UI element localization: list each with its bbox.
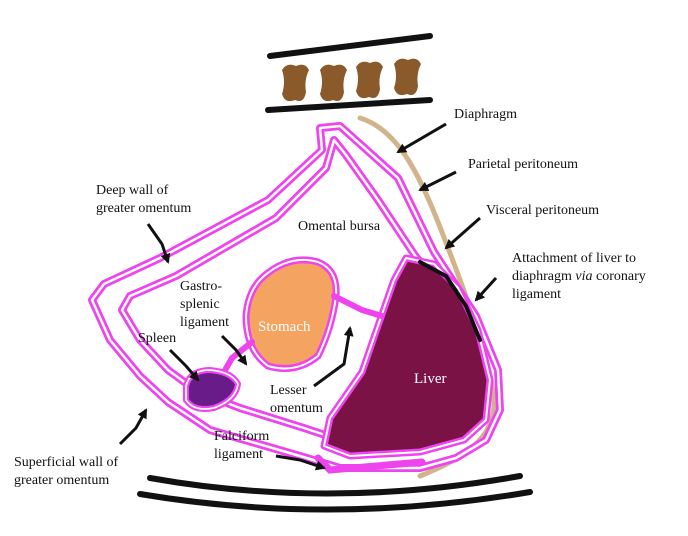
visceral-peritoneum-edge [418, 260, 482, 342]
label-diaphragm: Diaphragm [454, 107, 517, 122]
label-lesser-omentum: Lesser omentum [270, 382, 323, 418]
vertebra-1 [282, 64, 309, 102]
label-deep-wall-line1: Deep wall of [96, 183, 169, 198]
arrow-gastrosplenic [220, 334, 248, 366]
body-wall-upper [147, 473, 523, 497]
label-gastrosplenic-line1: Gastro- [180, 279, 222, 294]
spine-top-bar [267, 33, 433, 59]
label-deep-wall: Deep wall of greater omentum [96, 182, 191, 218]
spine-bottom-bar [265, 97, 433, 113]
label-attachment-line1: Attachment of liver to [512, 251, 637, 266]
arrow-falciform [275, 454, 326, 471]
label-attachment-line2-pre: diaphragm [512, 269, 576, 284]
label-gastrosplenic-ligament: Gastro- splenic ligament [180, 278, 229, 332]
label-omental-bursa: Omental bursa [298, 219, 381, 234]
vertebra-3 [356, 61, 383, 99]
arrow-spleen [168, 348, 200, 382]
vertebrae [282, 58, 421, 102]
label-visceral-peritoneum: Visceral peritoneum [486, 203, 600, 218]
label-stomach: Stomach [258, 319, 311, 335]
label-attachment-line2-post: coronary [592, 269, 646, 284]
arrow-coronary-attachment [474, 276, 498, 302]
label-attachment-liver: Attachment of liver to diaphragm via cor… [512, 250, 646, 304]
label-superficial-line1: Superficial wall of [14, 455, 119, 470]
stomach-outline-core [244, 258, 338, 370]
arrow-parietal-peritoneum [418, 170, 457, 192]
lesser-omentum [331, 293, 385, 319]
label-falciform-ligament: Falciform ligament [214, 428, 269, 464]
label-gastrosplenic-line3: ligament [180, 315, 229, 330]
vertebra-4 [394, 58, 421, 96]
label-deep-wall-line2: greater omentum [96, 201, 192, 216]
label-attachment-line2: diaphragm via coronary [512, 268, 646, 286]
peritoneum-outer-core [90, 124, 502, 470]
body-wall-lower [137, 489, 533, 513]
label-superficial-line2: greater omentum [14, 473, 110, 488]
label-falciform-line1: Falciform [214, 429, 270, 444]
spleen-outline-core [185, 369, 239, 410]
label-attachment-line2-via: via [575, 269, 593, 284]
stomach-organ [242, 256, 340, 372]
label-lesser-omentum-line1: Lesser [270, 383, 307, 398]
arrow-deep-wall [146, 223, 171, 264]
vertebra-2 [320, 64, 347, 102]
label-attachment-line3: ligament [512, 287, 561, 302]
label-falciform-line2: ligament [214, 447, 263, 462]
arrow-superficial-wall [118, 408, 148, 446]
pointer-arrows [118, 122, 498, 471]
arrow-diaphragm [396, 122, 447, 154]
arrow-lesser-omentum [313, 326, 354, 388]
label-gastrosplenic-line2: splenic [180, 297, 220, 312]
label-superficial-wall: Superficial wall of greater omentum [14, 454, 118, 490]
label-lesser-omentum-line2: omentum [270, 401, 323, 416]
label-liver: Liver [414, 371, 447, 387]
label-spleen: Spleen [138, 331, 177, 346]
label-parietal-peritoneum: Parietal peritoneum [468, 157, 579, 172]
gastrosplenic-ligament [221, 339, 255, 375]
arrow-visceral-peritoneum [444, 216, 481, 250]
